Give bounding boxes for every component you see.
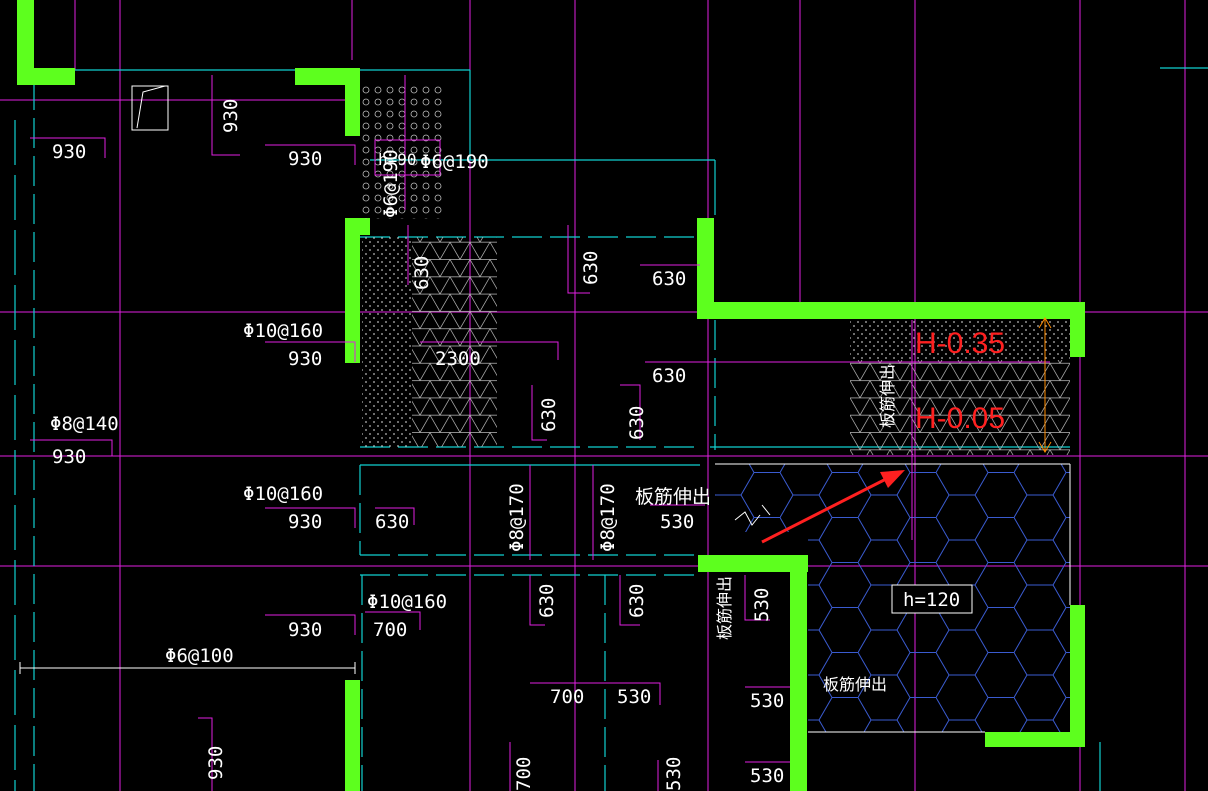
detail-marks xyxy=(19,85,1052,674)
vdim-630-d: 630 xyxy=(626,406,648,440)
dim-530-d: 530 xyxy=(750,765,784,787)
hatch-regions xyxy=(362,84,1071,733)
vrebar-phi8-170-a: Φ8@170 xyxy=(506,483,528,552)
dimension-texts: 930 930 930 930 930 930 630 630 630 2300… xyxy=(52,141,784,787)
vrebar-phi8-170-b: Φ8@170 xyxy=(597,483,619,552)
dim-2300: 2300 xyxy=(435,348,481,370)
vbar-extend-c: 板筋伸出 xyxy=(823,675,887,694)
rebar-phi6-100: Φ6@100 xyxy=(165,645,234,667)
rebar-phi8-140: Φ8@140 xyxy=(50,413,119,435)
bar-extend-a: 板筋伸出 xyxy=(635,486,711,508)
vdim-630-b: 630 xyxy=(580,251,602,285)
dimension-lines xyxy=(30,75,1050,791)
slab-thickness-box xyxy=(891,584,973,614)
dim-930-a: 930 xyxy=(52,141,86,163)
dim-700-a: 700 xyxy=(373,619,407,641)
annotation-arrow xyxy=(761,470,905,544)
elevation-top-label: H-0.35 xyxy=(915,327,1005,360)
rebar-texts: Φ10@160 Φ8@140 Φ10@160 Φ10@160 Φ6@100 Φ6… xyxy=(50,150,711,667)
dim-530-c: 530 xyxy=(750,690,784,712)
vdim-700-c: 700 xyxy=(513,757,535,791)
elevation-bottom-label: H-0.05 xyxy=(915,402,1005,435)
dim-530-b: 530 xyxy=(617,686,651,708)
vdim-930-b: 930 xyxy=(205,746,227,780)
dim-930-f: 930 xyxy=(288,619,322,641)
rebar-h90: h=90 xyxy=(378,150,417,169)
vertical-texts: 930 930 630 630 630 630 630 630 Φ8@170 Φ… xyxy=(205,99,897,791)
rebar-phi10-160-b: Φ10@160 xyxy=(243,483,323,505)
vdim-630-e: 630 xyxy=(536,584,558,618)
dim-630-a: 630 xyxy=(652,268,686,290)
dim-630-c: 630 xyxy=(375,511,409,533)
dim-630-b: 630 xyxy=(652,365,686,387)
dim-930-d: 930 xyxy=(52,446,86,468)
dim-530-a: 530 xyxy=(660,511,694,533)
vdim-530-a: 530 xyxy=(751,588,773,622)
vdim-630-c: 630 xyxy=(538,398,560,432)
dim-930-c: 930 xyxy=(288,348,322,370)
dim-700-b: 700 xyxy=(550,686,584,708)
vdim-630-f: 630 xyxy=(626,584,648,618)
vdim-530-e: 530 xyxy=(663,757,685,791)
rebar-phi10-160-a: Φ10@160 xyxy=(243,320,323,342)
rebar-phi10-160-c: Φ10@160 xyxy=(367,591,447,613)
dim-930-b: 930 xyxy=(288,148,322,170)
vbar-extend-b: 板筋伸出 xyxy=(715,576,734,640)
dim-930-e: 930 xyxy=(288,511,322,533)
vdim-930-a: 930 xyxy=(220,99,242,133)
walls xyxy=(17,0,1085,791)
rebar-phi6-190: Φ6@190 xyxy=(420,151,489,173)
vdim-630-a: 630 xyxy=(411,256,433,290)
vrebar-phi6-a: Φ6@190 xyxy=(380,149,402,218)
slab-thickness-label: h=120 xyxy=(903,589,960,611)
vbar-extend-a: 板筋伸出 xyxy=(878,364,897,428)
